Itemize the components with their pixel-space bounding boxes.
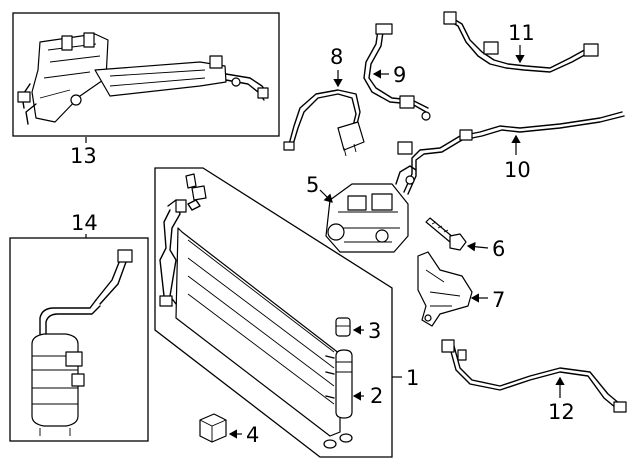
plug-part: [335, 317, 351, 337]
tube-assembly-12-part: [441, 339, 627, 413]
callout-10: 10: [504, 158, 531, 182]
callout-13: 13: [70, 144, 97, 168]
compressor-bracket-part: [417, 251, 473, 327]
callout-2: 2: [370, 384, 383, 408]
tube-assembly-11-part: [443, 11, 599, 73]
pressure-tube-part: [397, 111, 625, 195]
callout-12: 12: [548, 400, 575, 424]
condenser-part: [154, 167, 393, 458]
lines-assembly-part: [17, 32, 269, 125]
callout-5: 5: [306, 173, 319, 197]
callout-14: 14: [71, 211, 98, 235]
receiver-drier-part: [31, 249, 133, 436]
callout-9: 9: [393, 63, 406, 87]
receiver-tank-part: [325, 349, 353, 419]
callout-7: 7: [492, 288, 505, 312]
callout-4: 4: [246, 423, 259, 447]
o-rings-part: [323, 433, 353, 449]
callout-11: 11: [508, 21, 535, 45]
callout-1: 1: [406, 366, 419, 390]
compressor-part: [325, 165, 417, 253]
discharge-hose-part: [283, 89, 365, 157]
callout-6: 6: [492, 237, 505, 261]
block-part: [199, 413, 227, 443]
callout-8: 8: [330, 45, 343, 69]
inset-box-13: [12, 12, 280, 137]
bolt-part: [425, 217, 467, 251]
callout-3: 3: [368, 319, 381, 343]
inset-box-14: [9, 237, 149, 442]
suction-hose-part: [363, 23, 431, 121]
